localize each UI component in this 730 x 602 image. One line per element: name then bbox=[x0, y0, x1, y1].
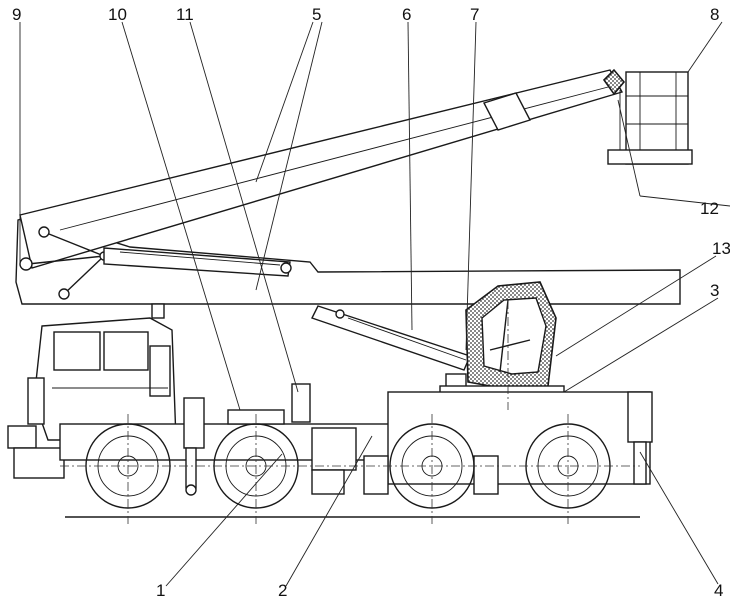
subframe bbox=[387, 391, 651, 485]
callout-12: 12 bbox=[700, 199, 719, 218]
centerlines bbox=[60, 300, 640, 524]
pivot-pin bbox=[19, 257, 33, 271]
callout-11: 11 bbox=[176, 5, 194, 24]
boom-hydraulic-cylinder bbox=[103, 247, 292, 277]
callout-8: 8 bbox=[710, 5, 719, 24]
callout-4: 4 bbox=[714, 581, 723, 600]
callout-leaders bbox=[19, 21, 730, 587]
callout-1: 1 bbox=[156, 581, 165, 600]
callout-5: 5 bbox=[312, 5, 321, 24]
front-bumper bbox=[7, 425, 37, 449]
callout-10: 10 bbox=[108, 5, 127, 24]
boom-tip-joint bbox=[602, 68, 626, 96]
mast-post bbox=[151, 303, 165, 319]
side-tank bbox=[311, 427, 357, 471]
pivot-pin bbox=[38, 226, 50, 238]
callout-3: 3 bbox=[710, 281, 719, 300]
boom-collar bbox=[482, 92, 532, 131]
callout-13: 13 bbox=[712, 239, 730, 258]
callout-6: 6 bbox=[402, 5, 411, 24]
work-basket bbox=[607, 71, 693, 165]
equipment-box bbox=[291, 383, 311, 423]
callout-7: 7 bbox=[470, 5, 479, 24]
boom-assembly bbox=[15, 68, 681, 371]
upper-telescopic-boom bbox=[19, 69, 624, 269]
truck-cab bbox=[7, 317, 177, 479]
vertical-strut bbox=[183, 397, 205, 449]
callout-9: 9 bbox=[12, 5, 21, 24]
callout-2: 2 bbox=[278, 581, 287, 600]
front-outrigger bbox=[185, 447, 197, 496]
lift-cylinder bbox=[311, 305, 471, 371]
pivot-pin bbox=[58, 288, 70, 300]
